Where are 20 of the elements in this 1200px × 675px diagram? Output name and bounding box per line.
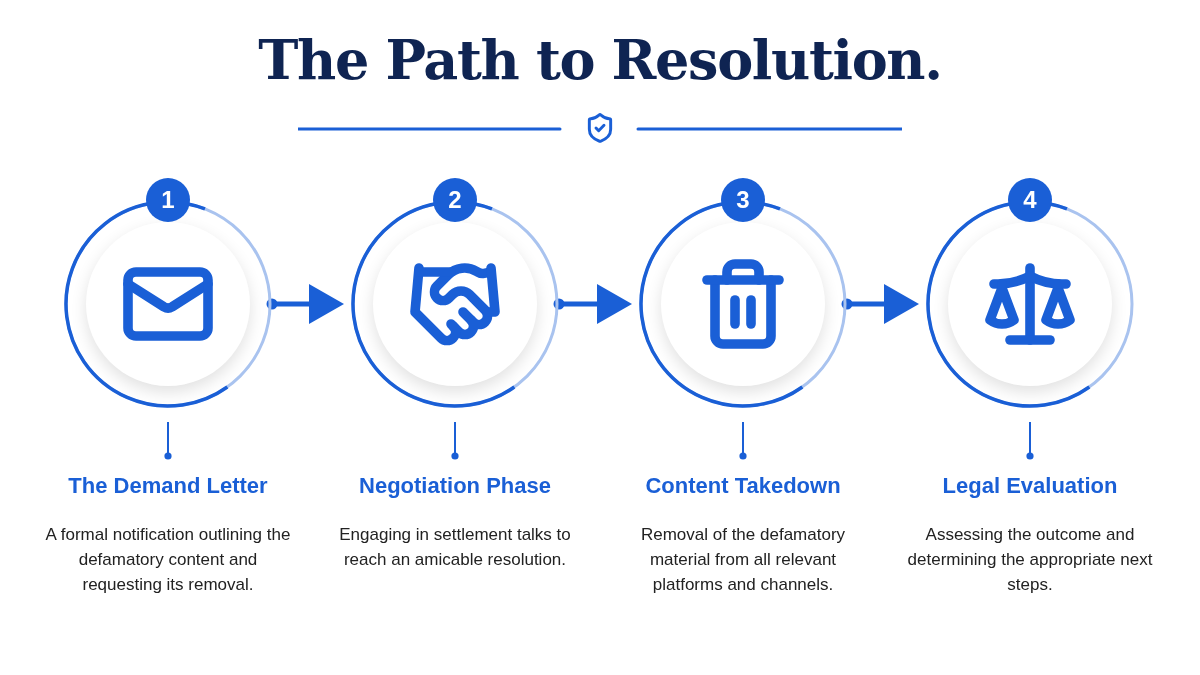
step-number-badge: 3: [721, 178, 765, 222]
step-heading: Content Takedown: [645, 472, 841, 500]
step-description: Removal of the defamatory material from all relevant platforms and channels.: [639, 524, 847, 596]
connector-line: [739, 421, 747, 460]
connector-line: [451, 421, 459, 460]
arrow: [266, 284, 344, 324]
arrow: [841, 284, 919, 324]
title: The Path to Resolution.: [258, 28, 942, 92]
step-description: Assessing the outcome and determining the appropriate next steps.: [906, 524, 1154, 596]
step-number-badge: 2: [433, 178, 477, 222]
step-description: Engaging in settlement talks to reach an amicable resolution.: [338, 524, 572, 571]
arrow: [553, 284, 632, 324]
connector-line: [1026, 421, 1034, 460]
step-heading: The Demand Letter: [68, 472, 268, 500]
step-description: A formal notification outlining the defamatory content and requesting its removal.: [44, 524, 292, 596]
step-heading: Negotiation Phase: [359, 472, 551, 500]
step-number-badge: 4: [1008, 178, 1052, 222]
step-number-badge: 1: [146, 178, 190, 222]
step-heading: Legal Evaluation: [942, 472, 1118, 500]
connector-line: [164, 421, 172, 460]
